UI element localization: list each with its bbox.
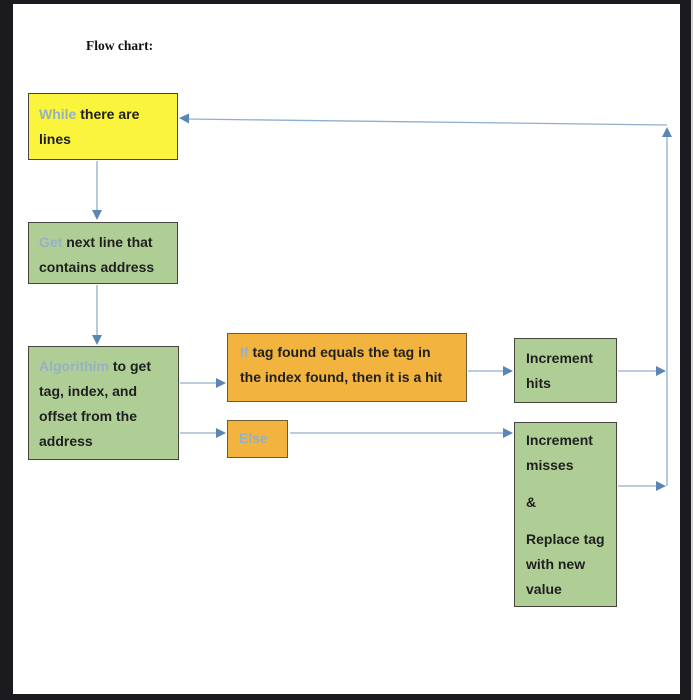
while-box-text: there are lines [39,106,140,147]
frame-left-bar [0,0,13,700]
get-box-text: next line that contains address [39,234,155,275]
arrow-right-icon [656,481,666,491]
arrow-right-icon [503,428,513,438]
connector-else-to-misses [290,428,513,438]
connector-while-to-get [92,161,102,220]
connector-hits-to-loop [618,366,666,376]
frame-top-bar [0,0,693,4]
arrow-right-icon [656,366,666,376]
increment-hits-text: Increment hits [526,350,593,391]
connector-loop-vertical [662,127,672,486]
ampersand-text: & [526,494,537,510]
flowchart-box-if: If tag found equals the tag in the index… [227,333,467,402]
arrow-left-icon [179,113,189,124]
frame-right-edge [691,0,693,700]
frame-bottom-bar [0,694,693,700]
arrow-right-icon [216,428,226,438]
keyword-algorithm: Algorithim [39,358,109,374]
arrow-right-icon [503,366,513,376]
arrow-down-icon [92,210,102,220]
keyword-while: While [39,106,77,122]
frame-right-bar [680,0,693,700]
arrow-up-icon [662,127,672,137]
flowchart-box-algorithm: Algorithim to get tag, index, and offset… [28,346,179,460]
flowchart-box-while: While there are lines [28,93,178,160]
flowchart-box-else: Else [227,420,288,458]
connector-get-to-algorithm [92,285,102,345]
flowchart-box-increment-misses: Increment misses & Replace tag with new … [514,422,617,607]
increment-misses-text: Increment misses [526,432,593,473]
replace-tag-text: Replace tag with new value [526,531,605,597]
keyword-else: Else [239,430,268,446]
connector-if-to-hits [468,366,513,376]
connector-algorithm-to-if [180,378,226,388]
connector-algorithm-to-else [180,428,226,438]
connector-misses-to-loop [618,481,666,491]
algorithm-box-text: to get tag, index, and offset from the a… [39,358,151,449]
arrow-down-icon [92,335,102,345]
if-box-text: tag found equals the tag in the index fo… [240,344,443,385]
arrow-right-icon [216,378,226,388]
keyword-get: Get [39,234,63,250]
keyword-if: If [240,344,249,360]
connector-loop-to-while [179,113,668,126]
page-title: Flow chart: [86,38,154,53]
flowchart-box-increment-hits: Increment hits [514,338,617,403]
flowchart-box-get: Get next line that contains address [28,222,178,284]
